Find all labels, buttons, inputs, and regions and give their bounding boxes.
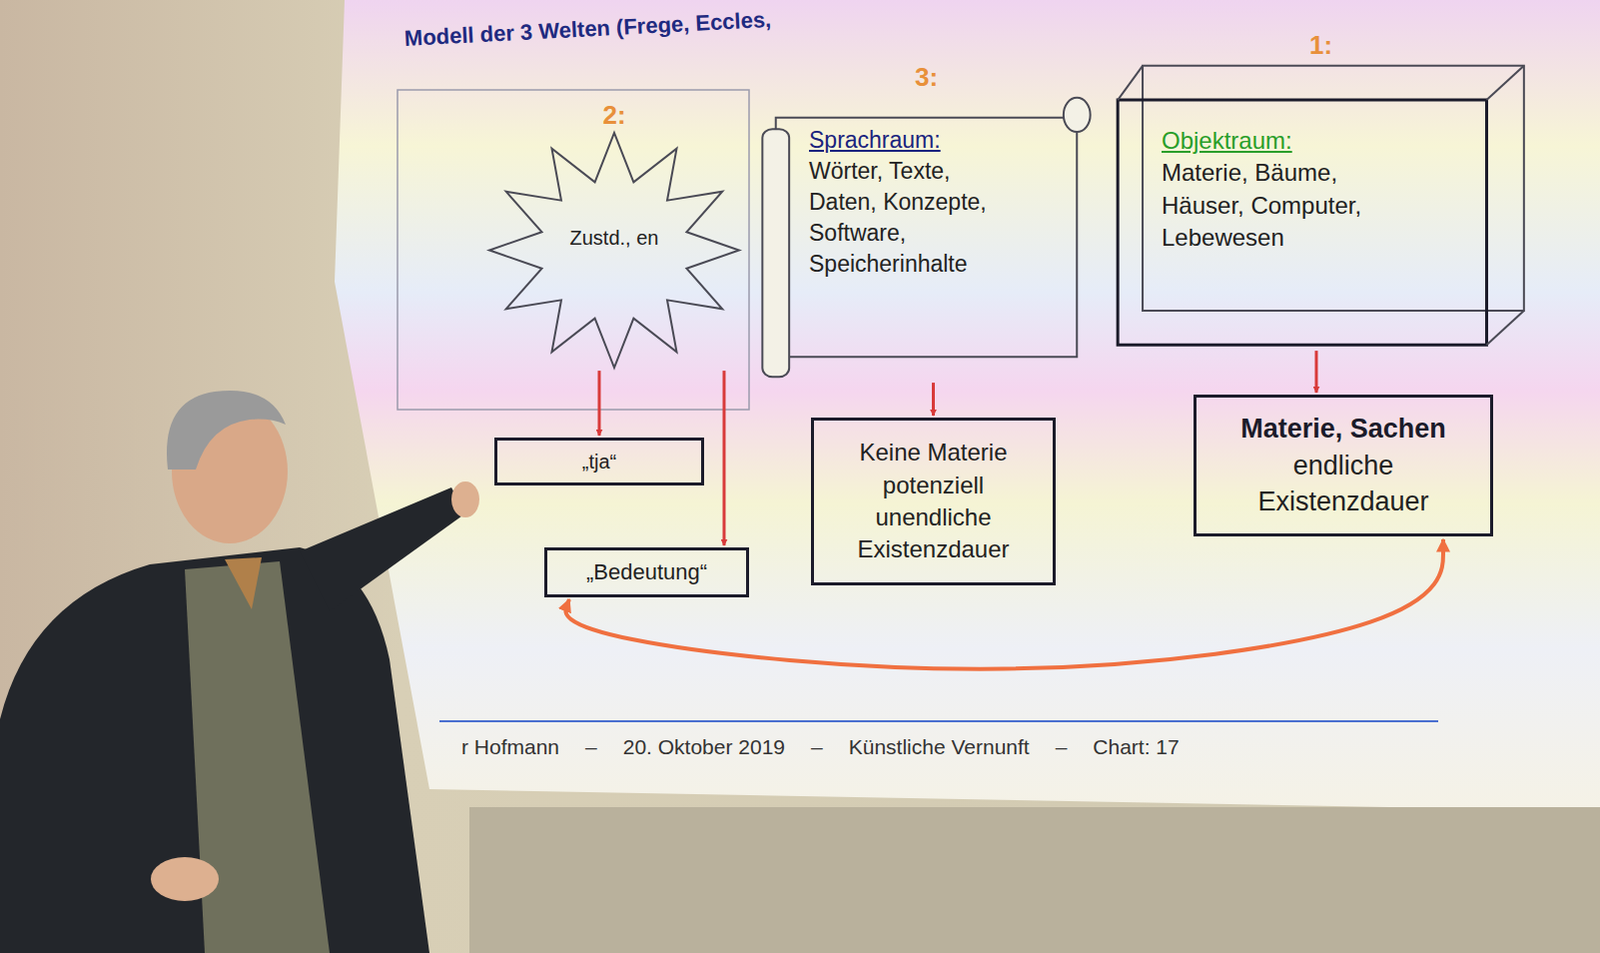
scroll-curl xyxy=(1063,97,1091,132)
scroll-sheet xyxy=(776,117,1078,357)
down-arrow xyxy=(723,370,727,546)
burst-shape: 2: Zustd., en xyxy=(489,97,740,368)
presenter-hand xyxy=(451,481,480,518)
presenter-jacket xyxy=(0,547,430,953)
burst-outline xyxy=(489,132,740,368)
footer-label: – xyxy=(1055,735,1068,760)
glass-box-shape: 1:Objektraum:Materie, Bäume, Häuser, Com… xyxy=(1113,27,1529,348)
scroll-shape: Sprachraum:Wörter, Texte, Daten, Konzept… xyxy=(759,94,1094,380)
box-text: endliche Existenzdauer xyxy=(1228,447,1459,521)
burst-shape xyxy=(489,132,740,368)
footer-label: – xyxy=(810,735,823,760)
box-back xyxy=(1142,65,1525,311)
world-number: 1: xyxy=(1113,27,1529,63)
presenter-hair xyxy=(166,390,286,470)
text-box: Keine Materie potenziell unendliche Exis… xyxy=(810,417,1056,586)
box-edge xyxy=(1487,310,1525,345)
frame-line xyxy=(397,89,750,410)
box-text: Materie, Sachen xyxy=(1240,410,1447,447)
glass-box-shape: Objektraum:Materie, Bäume, Häuser, Compu… xyxy=(1113,62,1529,348)
scroll-shape: 3:Sprachraum:Wörter, Texte, Daten, Konze… xyxy=(759,59,1094,380)
text-box: „Bedeutung“ xyxy=(544,547,750,598)
down-arrow xyxy=(931,382,935,416)
text-box: „tja“ xyxy=(494,437,705,486)
footer-label: Chart: 17 xyxy=(1092,735,1179,760)
space-text: Materie, Bäume, Häuser, Computer, Lebewe… xyxy=(1161,156,1402,254)
text-box: Materie, Sachenendliche Existenzdauer xyxy=(1193,394,1494,537)
presenter-arm xyxy=(299,487,466,612)
presenter-tie xyxy=(224,557,262,610)
space-text: Zustd., en xyxy=(570,224,660,252)
presenter xyxy=(0,390,480,953)
box-text: „tja“ xyxy=(582,448,617,476)
scroll-roll xyxy=(762,128,790,377)
space-heading: Objektraum: xyxy=(1161,124,1293,157)
footer-rule xyxy=(439,720,1439,723)
footer-label: 20. Oktober 2019 xyxy=(623,735,786,760)
down-arrow xyxy=(598,370,602,436)
space-text: Wörter, Texte, Daten, Konzepte, Software… xyxy=(808,155,1009,280)
box-text: Keine Materie potenziell unendliche Exis… xyxy=(830,436,1036,567)
box-text: „Bedeutung“ xyxy=(586,557,708,588)
space-heading: Sprachraum: xyxy=(808,124,941,156)
screen-bottom-wall xyxy=(469,806,1600,953)
projected-slide xyxy=(334,0,1600,811)
world-number: 2: xyxy=(489,97,740,133)
footer-label: – xyxy=(585,735,598,760)
footer-label: r Hofmann xyxy=(461,735,560,760)
footer-label: Künstliche Vernunft xyxy=(848,735,1030,760)
slide-footer: r Hofmann–20. Oktober 2019–Künstliche Ve… xyxy=(461,735,1180,760)
down-arrow xyxy=(1315,350,1319,393)
box-edge xyxy=(1487,65,1525,100)
world-number: 3: xyxy=(759,59,1094,95)
box-edge xyxy=(1117,65,1143,100)
box-front xyxy=(1117,99,1487,345)
presenter-lower-hand xyxy=(150,856,219,901)
burst-shape: Zustd., en xyxy=(489,132,740,368)
